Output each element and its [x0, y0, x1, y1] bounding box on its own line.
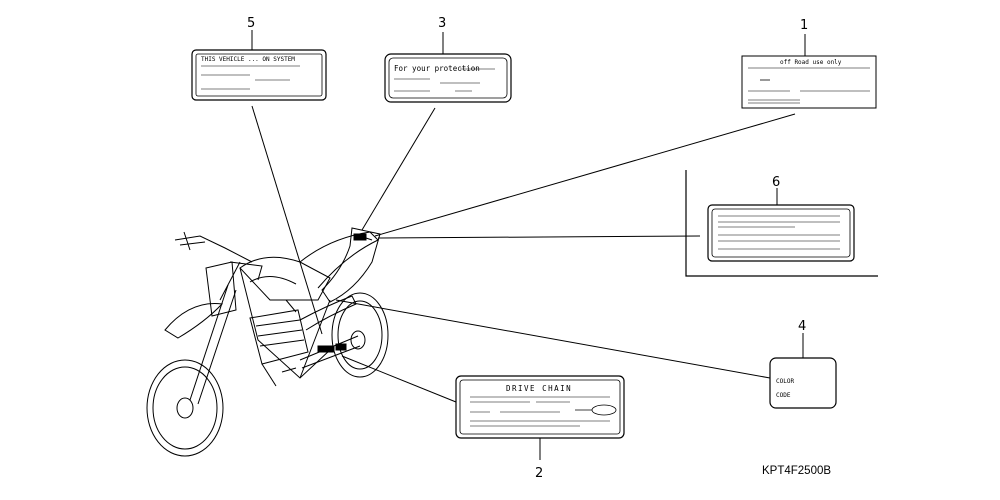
label-1-text: off Road use only: [780, 59, 842, 66]
callout-6: 6: [772, 175, 780, 190]
label-4: 4 COLOR CODE: [769, 319, 837, 409]
label-3: 3 For your protection: [384, 16, 512, 103]
callout-4: 4: [798, 319, 806, 334]
label-2-title: DRIVE CHAIN: [506, 384, 572, 393]
label-2: DRIVE CHAIN 2: [455, 375, 625, 481]
callout-1: 1: [800, 18, 808, 33]
leader-line-1: [374, 113, 796, 237]
label-5-text: THIS VEHICLE ... ON SYSTEM: [201, 56, 295, 63]
front-wheel: [146, 359, 224, 457]
label-4-color: COLOR: [776, 378, 794, 385]
label-3-text: For your protection: [394, 64, 480, 73]
motorcycle-illustration: [146, 227, 389, 457]
callout-2: 2: [535, 466, 543, 481]
label-1: 1 off Road use only: [741, 18, 877, 109]
rear-wheel: [331, 292, 389, 378]
leader-line-3: [361, 107, 436, 231]
label-6: 6: [685, 170, 878, 277]
callout-5: 5: [247, 16, 255, 31]
callout-3: 3: [438, 16, 446, 31]
chain-label-marker: [317, 345, 335, 353]
tank-label-marker: [353, 233, 367, 241]
leader-line-4: [335, 299, 771, 379]
label-5: 5 THIS VEHICLE ... ON SYSTEM: [191, 16, 327, 101]
leader-line-6: [377, 235, 701, 239]
leader-line-2: [341, 355, 457, 403]
diagram-code: KPT4F2500B: [762, 465, 831, 477]
inset-bracket: [685, 170, 878, 277]
label-4-code: CODE: [776, 392, 791, 399]
leader-lines: [251, 105, 796, 403]
leader-line-5: [251, 105, 323, 335]
